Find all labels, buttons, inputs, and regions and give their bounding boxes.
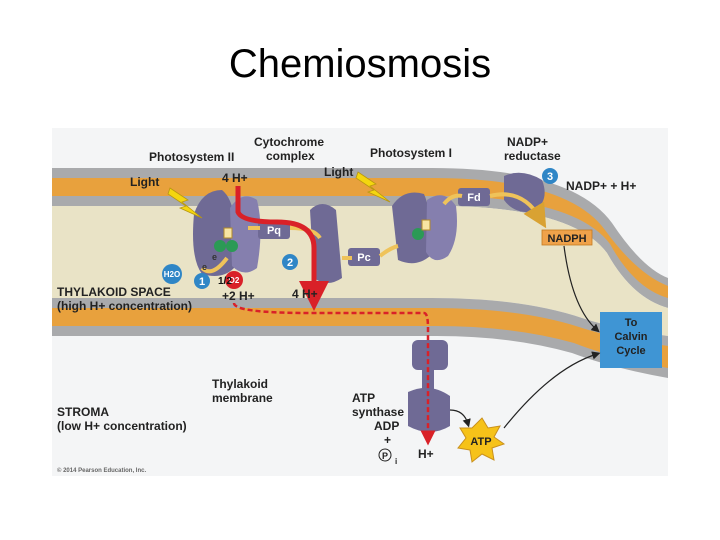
light-label-2: Light [324,165,353,179]
fd-label: Fd [467,192,480,204]
plastocyanin: Pc [348,248,380,266]
lower-membrane [52,298,668,378]
proton-4h-label: 4 H+ [292,287,318,301]
svg-text:3: 3 [547,171,553,183]
atp-label: ATP [470,436,491,448]
svg-text:1: 1 [199,276,205,288]
step-2-badge: 2 [282,254,298,270]
o2-label: O2 [229,276,240,285]
nadp-reductase-label-line2: reductase [504,149,561,163]
phosphate-label: P [382,451,388,461]
svg-text:2: 2 [287,257,293,269]
plus-label: + [384,433,391,447]
calvin-label-line3: Cycle [616,345,645,357]
electron-label-1: e [202,262,207,272]
cytochrome-label-line2: complex [266,149,315,163]
lightning-bolt-1 [167,187,203,219]
nadp-reductase-label-line1: NADP+ [507,135,548,149]
phosphate-sub-label: i [395,457,397,466]
connector-arrows [449,245,601,429]
atp-starburst: ATP [457,417,506,463]
phosphate-circle [378,448,392,462]
plastoquinone: Pq [258,221,290,239]
pq-label: Pq [267,225,281,237]
thylakoid-space-label-line2: (high H+ concentration) [57,299,192,313]
lightning-bolt-2 [355,171,391,203]
pc-label: Pc [357,252,370,264]
oxygen-badge [225,271,243,289]
calvin-cycle-box: To Calvin Cycle [600,312,662,368]
atp-synthase-label-line2: synthase [352,405,404,419]
half-label: 1/2 [218,276,232,287]
step-3-badge: 3 [542,168,558,184]
water-badge [162,264,182,284]
thylakoid-membrane-label-line1: Thylakoid [212,377,268,391]
calvin-label-line1: To [625,317,638,329]
proton-flow [232,186,436,446]
proton-out-label: H+ [418,447,434,461]
slide-title: Chemiosmosis [228,42,492,86]
atp-synthase-label-line1: ATP [352,391,375,405]
thylakoid-membrane-label-line2: membrane [212,391,273,405]
copyright-label: © 2014 Pearson Education, Inc. [57,467,146,474]
ferredoxin: Fd [458,188,490,206]
nadp-plus-h-label: NADP+ + H+ [566,179,636,193]
cytochrome-complex [310,204,342,283]
adp-label: ADP [374,419,399,433]
photosystem-i-label: Photosystem I [370,146,452,160]
photosystem-i [392,192,457,264]
cytochrome-label-line1: Cytochrome [254,135,324,149]
nadph-label: NADPH [547,233,586,245]
step-1-badge: 1 [194,273,210,289]
plus-2h-label: +2 H+ [222,289,255,303]
stroma-label-line2: (low H+ concentration) [57,419,187,433]
light-label-1: Light [130,175,159,189]
nadph-box: NADPH [541,229,593,246]
thylakoid-space-label-line1: THYLAKOID SPACE [57,285,171,299]
proton-in-label: 4 H+ [222,171,248,185]
photosystem-ii-label: Photosystem II [149,150,234,164]
nadp-reductase [504,172,545,213]
chemiosmosis-diagram: Pq Pc Fd e e 1 2 3 H2O O2 [52,128,668,476]
stroma-label-line1: STROMA [57,405,109,419]
calvin-label-line2: Calvin [614,331,647,343]
h2o-label: H2O [164,270,180,279]
electron-label-2: e [212,252,217,262]
